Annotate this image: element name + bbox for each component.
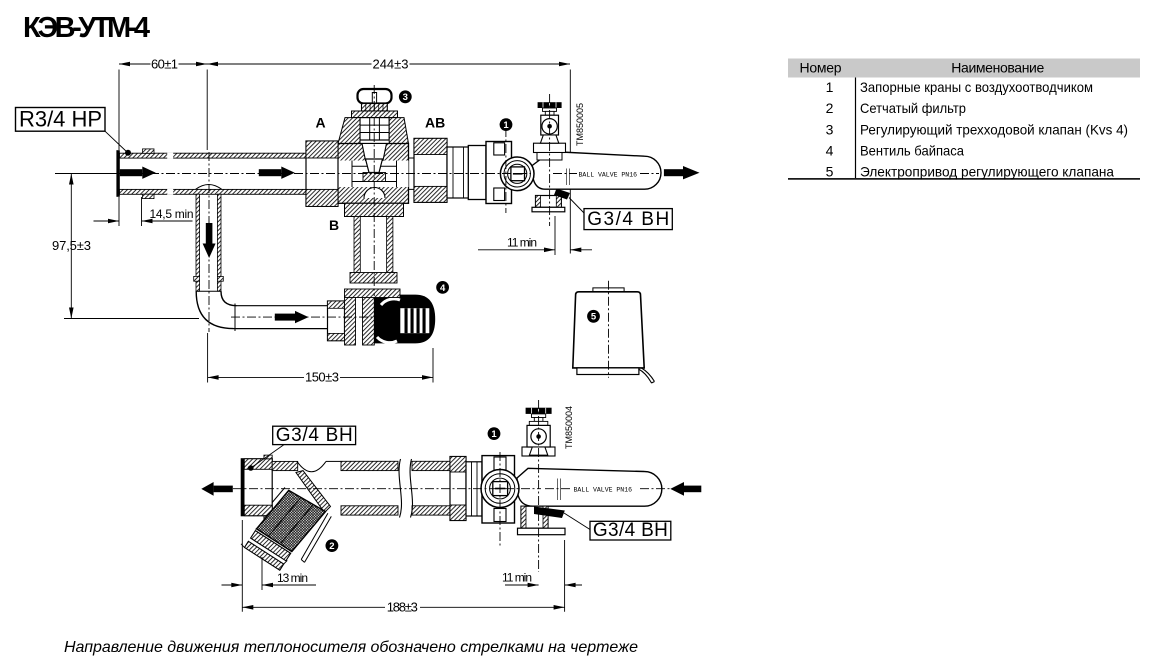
svg-text:Сетчатый фильтр: Сетчатый фильтр (860, 100, 966, 116)
svg-text:150±3: 150±3 (305, 370, 339, 385)
svg-text:G3/4 ВН: G3/4 ВН (276, 425, 353, 446)
svg-text:Электропривод регулирующего кл: Электропривод регулирующего клапана (860, 163, 1114, 179)
svg-text:1: 1 (491, 429, 497, 440)
svg-text:11 min: 11 min (507, 235, 537, 249)
svg-text:A: A (316, 115, 326, 131)
svg-text:14,5 min: 14,5 min (150, 207, 194, 221)
svg-text:3: 3 (403, 92, 408, 103)
svg-text:Направление движения теплоноси: Направление движения теплоносителя обозн… (64, 639, 638, 656)
svg-text:2: 2 (826, 100, 834, 116)
svg-text:188±3: 188±3 (387, 599, 418, 614)
svg-text:3: 3 (826, 121, 834, 137)
svg-text:4: 4 (826, 142, 834, 158)
svg-text:1: 1 (826, 79, 834, 95)
svg-text:60±1: 60±1 (151, 57, 178, 72)
svg-text:5: 5 (591, 312, 597, 323)
svg-text:G3/4 ВН: G3/4 ВН (587, 209, 669, 230)
svg-text:TM850004: TM850004 (564, 406, 574, 449)
svg-text:Вентиль байпаса: Вентиль байпаса (860, 142, 964, 158)
svg-text:BALL VALVE PN16: BALL VALVE PN16 (574, 486, 633, 493)
svg-text:BALL VALVE PN16: BALL VALVE PN16 (579, 172, 638, 179)
svg-text:Наименование: Наименование (951, 60, 1044, 76)
svg-text:11 min: 11 min (502, 571, 532, 585)
svg-text:R3/4 HP: R3/4 HP (19, 106, 102, 131)
svg-text:КЭВ-УТМ-4: КЭВ-УТМ-4 (23, 12, 150, 44)
svg-text:TM850005: TM850005 (575, 103, 585, 146)
svg-text:AB: AB (425, 115, 445, 131)
svg-text:2: 2 (329, 541, 334, 552)
svg-text:1: 1 (503, 120, 509, 131)
svg-text:G3/4 ВН: G3/4 ВН (593, 520, 668, 541)
svg-text:5: 5 (826, 163, 834, 179)
svg-text:Регулирующий трехходовой клапа: Регулирующий трехходовой клапан (Kvs 4) (860, 121, 1128, 137)
svg-text:13 min: 13 min (277, 571, 308, 585)
svg-text:244±3: 244±3 (373, 57, 409, 72)
svg-text:Запорные краны с воздухоотводч: Запорные краны с воздухоотводчиком (860, 79, 1093, 95)
svg-text:4: 4 (440, 283, 446, 294)
svg-text:Номер: Номер (800, 60, 842, 76)
svg-text:97,5±3: 97,5±3 (52, 238, 91, 253)
svg-text:B: B (329, 217, 339, 233)
